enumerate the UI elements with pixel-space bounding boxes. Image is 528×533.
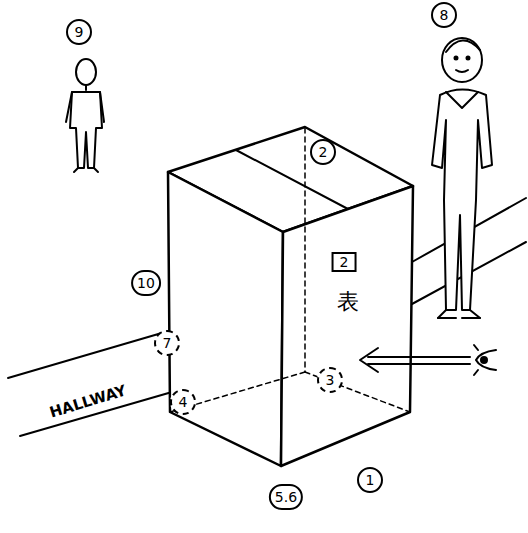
eye-lash <box>474 370 478 375</box>
callout-number: 4 <box>170 389 196 415</box>
callout-number: 9 <box>66 19 92 45</box>
face-label-text: 2 <box>340 254 349 270</box>
callout-number: 5.6 <box>269 484 303 510</box>
person-figure <box>66 59 104 172</box>
callout-number: 10 <box>131 270 161 296</box>
hidden-edge <box>304 128 306 372</box>
callout-number: 8 <box>431 2 457 28</box>
box-front-face <box>281 186 413 466</box>
eye-pupil <box>481 357 487 363</box>
callout-number: 1 <box>357 467 383 493</box>
view-arrow-head <box>360 348 378 372</box>
view-arrow <box>368 363 470 365</box>
eye-lash <box>474 345 478 350</box>
eye-symbol <box>476 350 496 370</box>
hallway-label: HALLWAY <box>48 383 128 420</box>
callout-number: 2 <box>310 139 336 165</box>
callout-number: 7 <box>154 330 180 356</box>
view-arrow <box>368 356 470 358</box>
face-mark: 表 <box>337 291 359 313</box>
hallway-line <box>8 330 172 378</box>
callout-number: 3 <box>317 367 343 393</box>
person-figure <box>432 38 492 318</box>
face-label-box: 2 <box>332 252 357 272</box>
box-left-face <box>168 172 283 466</box>
